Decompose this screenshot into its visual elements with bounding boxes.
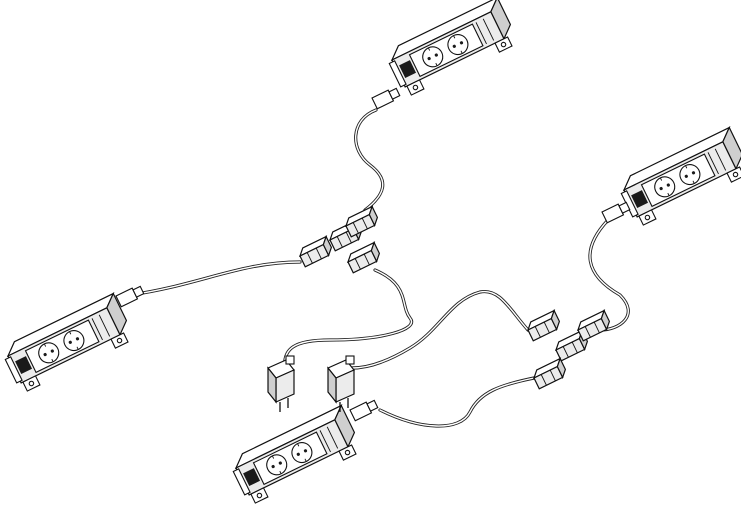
power-strip-bottom — [227, 404, 364, 507]
splitter-left — [296, 205, 383, 274]
strip-plug-top — [371, 87, 401, 110]
strip-plug-bottom — [349, 399, 379, 422]
mains-plug-b — [327, 355, 355, 413]
strip-plug-right — [601, 201, 631, 224]
strip-plug-left — [115, 285, 145, 308]
power-strip-left — [0, 292, 136, 395]
cables — [128, 108, 630, 428]
power-strip-right — [615, 126, 741, 229]
splitter-right — [524, 309, 613, 390]
power-strip-top — [383, 0, 520, 99]
mains-plug-a — [267, 355, 295, 413]
